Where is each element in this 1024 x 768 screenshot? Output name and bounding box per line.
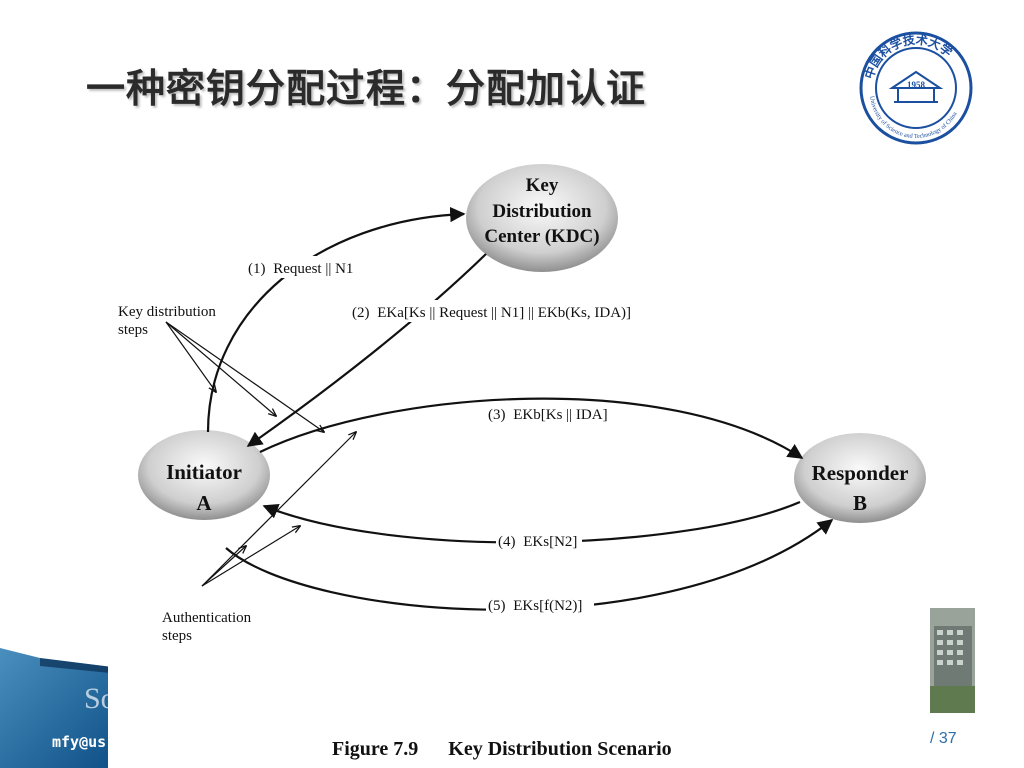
message-1-text: Request || N1 <box>273 261 353 277</box>
responder-node: Responder B <box>794 433 926 523</box>
svg-text:(4) EKs[N2]: (4) EKs[N2] <box>498 534 577 550</box>
message-1-number: (1) <box>248 261 266 277</box>
message-label-1: (1) Request || N1 <box>246 256 364 278</box>
message-label-5: (5) EKs[f(N2)] <box>486 594 594 618</box>
key-distribution-pointers <box>165 321 324 432</box>
message-2-number: (2) <box>352 305 370 321</box>
logo-year: 1958 <box>907 80 926 90</box>
initiator-node: Initiator A <box>138 430 270 520</box>
slide-title: 一种密钥分配过程：分配加认证 <box>86 67 647 112</box>
message-label-3: (3) EKb[Ks || IDA] <box>486 403 612 425</box>
message-3-text: EKb[Ks || IDA] <box>513 407 607 423</box>
footer-email: mfy@us <box>52 733 107 751</box>
figure-caption-number: Figure 7.9 <box>332 738 419 760</box>
message-5-number: (5) <box>488 598 506 614</box>
page-number: / 37 <box>930 730 957 747</box>
message-label-4: (4) EKs[N2] <box>496 530 582 554</box>
figure-caption-title: Key Distribution Scenario <box>448 738 672 760</box>
responder-label-line1: Responder <box>812 461 909 485</box>
message-5-text: EKs[f(N2)] <box>513 598 582 614</box>
svg-text:(5) EKs[f(N2)]: (5) EKs[f(N2)] <box>488 598 582 614</box>
figure-panel: Key Distribution Center (KDC) Initiator … <box>108 150 928 768</box>
footer-decoration <box>0 648 120 768</box>
authentication-label-line2: steps <box>162 628 192 644</box>
responder-label-line2: B <box>853 491 867 515</box>
kdc-label-line1: Key <box>526 175 559 196</box>
kdc-label-line2: Distribution <box>492 201 592 222</box>
arrow-step-1 <box>206 206 466 433</box>
initiator-label-line2: A <box>196 491 212 515</box>
message-3-number: (3) <box>488 407 506 423</box>
authentication-label-line1: Authentication <box>162 610 252 626</box>
key-distribution-label-line1: Key distribution <box>118 304 216 320</box>
initiator-label-line1: Initiator <box>166 460 242 484</box>
svg-text:(1) Request || N1: (1) Request || N1 <box>248 261 353 277</box>
figure-caption: Figure 7.9 Key Distribution Scenario <box>332 738 672 761</box>
message-4-text: EKs[N2] <box>523 534 577 550</box>
key-distribution-label-line2: steps <box>118 322 148 338</box>
svg-text:(3) EKb[Ks || IDA]: (3) EKb[Ks || IDA] <box>488 407 608 423</box>
message-label-2: (2) EKa[Ks || Request || N1] || EKb(Ks, … <box>350 300 650 322</box>
svg-text:(2) EKa[Ks || Request: (2) EKa[Ks || Request || N1] || EKb(Ks, … <box>352 305 631 321</box>
university-logo: 中国科学技术大学 University of Science and Techn… <box>859 31 973 145</box>
arrow-step-2 <box>246 253 487 447</box>
kdc-label-line3: Center (KDC) <box>484 226 599 247</box>
key-distribution-diagram: Key Distribution Center (KDC) Initiator … <box>118 164 926 644</box>
message-2-text: EKa[Ks || Request || N1] || EKb(Ks, IDA)… <box>377 305 631 321</box>
authentication-pointers <box>201 432 356 587</box>
message-4-number: (4) <box>498 534 516 550</box>
campus-photo <box>930 608 975 713</box>
kdc-node: Key Distribution Center (KDC) <box>466 164 618 272</box>
